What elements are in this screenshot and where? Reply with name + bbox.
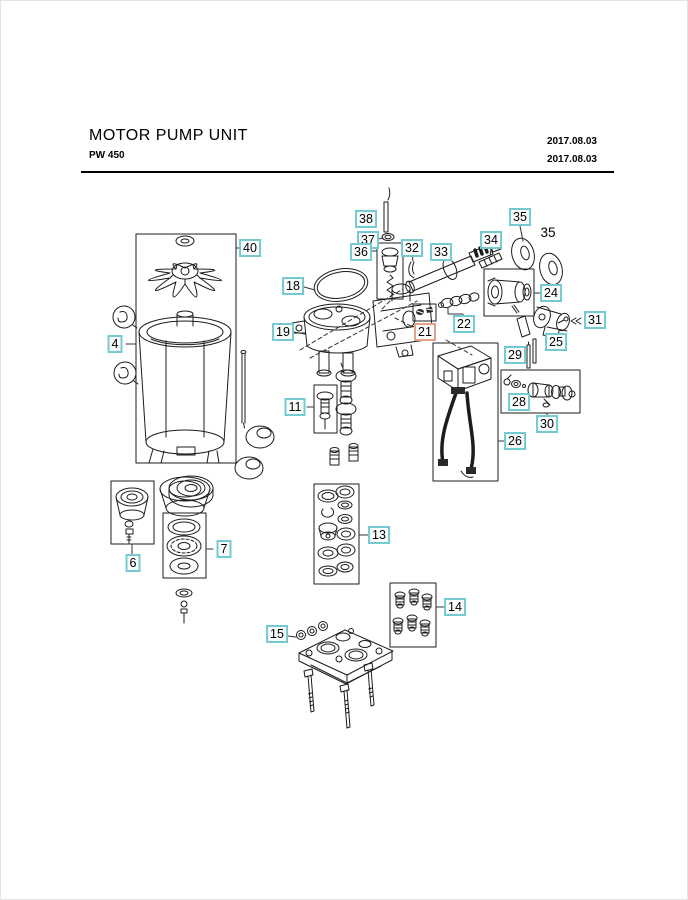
valve-36 [376, 187, 404, 300]
callout-4[interactable]: 4 [107, 335, 123, 353]
callout-21[interactable]: 21 [414, 323, 436, 341]
keys-21 [412, 303, 437, 322]
callout-11[interactable]: 11 [284, 398, 306, 416]
unloader-kit-28-30 [500, 369, 581, 414]
manifold-15 [296, 621, 394, 685]
page-title: MOTOR PUMP UNIT [89, 127, 248, 144]
seal-kit-13 [313, 483, 360, 585]
callout-40[interactable]: 40 [239, 239, 261, 257]
callout-28[interactable]: 28 [508, 393, 530, 411]
callout-33[interactable]: 33 [430, 243, 452, 261]
cup-kit-6 [110, 480, 155, 545]
callout-19[interactable]: 19 [272, 323, 294, 341]
callout-22[interactable]: 22 [453, 315, 475, 333]
valve-kit-14 [389, 582, 437, 648]
callout-18[interactable]: 18 [282, 277, 304, 295]
callout-6[interactable]: 6 [125, 554, 141, 572]
callout-15[interactable]: 15 [266, 625, 288, 643]
bearing-kit-7 [159, 476, 211, 624]
callout-35: 35 [540, 225, 556, 240]
callout-38[interactable]: 38 [355, 210, 377, 228]
bearing-caps [234, 425, 275, 480]
crankcase-19 [291, 303, 371, 377]
callout-36[interactable]: 36 [350, 243, 372, 261]
pin-29 [526, 341, 531, 369]
callout-32[interactable]: 32 [401, 239, 423, 257]
callout-25[interactable]: 25 [545, 333, 567, 351]
fan-assembly [135, 233, 237, 464]
callout-35[interactable]: 35 [509, 208, 531, 226]
motor [138, 310, 232, 464]
callout-7[interactable]: 7 [216, 540, 232, 558]
shim-arrow [516, 315, 537, 364]
callout-24[interactable]: 24 [540, 284, 562, 302]
plunger-33 [405, 243, 502, 294]
discs-35 [511, 237, 563, 286]
clip-32 [408, 261, 415, 279]
callout-14[interactable]: 14 [444, 598, 466, 616]
revision-dates: 2017.08.03 2017.08.03 [547, 133, 597, 169]
date-bottom: 2017.08.03 [546, 154, 597, 165]
header-divider [81, 171, 614, 173]
o-ring-18 [313, 268, 369, 302]
callout-29[interactable]: 29 [504, 346, 526, 364]
coupler-34 [478, 252, 503, 269]
callout-26[interactable]: 26 [504, 432, 526, 450]
callout-34[interactable]: 34 [480, 231, 502, 249]
check-valves-11 [313, 369, 359, 466]
pump-section-24 [483, 268, 535, 317]
mounting-bolts [303, 662, 375, 729]
callout-13[interactable]: 13 [368, 526, 390, 544]
alignment-dashes [299, 288, 473, 373]
callout-30[interactable]: 30 [536, 415, 558, 433]
pressure-switch-26 [432, 342, 499, 482]
screw-31 [557, 316, 582, 325]
date-top: 2017.08.03 [546, 136, 597, 147]
worm-22 [438, 292, 480, 309]
model-number: PW 450 [89, 150, 125, 161]
motor-side-parts [112, 305, 139, 385]
callout-31[interactable]: 31 [584, 311, 606, 329]
pulley [168, 475, 214, 508]
long-bolt [240, 350, 247, 429]
